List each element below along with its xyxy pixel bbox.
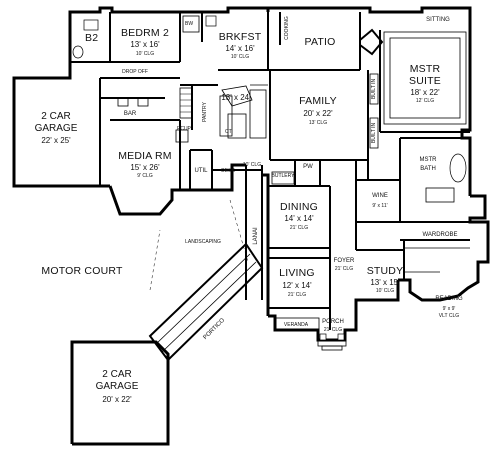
bedroom2-name: BEDRM 2 [121, 27, 169, 39]
util-label: UTIL [194, 168, 208, 174]
lanai-label: LANAI [253, 227, 259, 245]
dining-dim: 14' x 14' [284, 214, 314, 223]
bw-label: BW [185, 21, 193, 27]
landscaping-label: LANDSCAPING [185, 239, 221, 245]
study-dim: 13' x 15' [370, 278, 400, 287]
mstr-suite-name1: MSTR [410, 63, 441, 75]
family-name: FAMILY [299, 95, 337, 107]
reading-name: READING [435, 296, 463, 302]
bedroom2-clg: 10' CLG [136, 51, 154, 57]
garage-right-dim: 20' x 22' [102, 395, 132, 404]
pw-label: PW [303, 164, 313, 170]
dining-name: DINING [280, 201, 318, 213]
family-clg: 13' CLG [309, 120, 327, 126]
media-dim: 15' x 26' [130, 163, 160, 172]
brkfst-clg: 10' CLG [231, 54, 249, 60]
sitting-label: SITTING [426, 17, 450, 23]
dining-clg: 21' CLG [290, 225, 308, 231]
kitchen-dim: 13' x 24' [221, 93, 251, 102]
bath2-label: B2 [85, 32, 98, 44]
wardrobe-label: WARDROBE [422, 232, 457, 238]
wine-name: WINE [372, 193, 388, 199]
foyer-name: FOYER [334, 258, 355, 264]
ct-label: CT [225, 129, 232, 135]
built-in-2: BUILT IN [371, 123, 377, 143]
veranda-label: VERANDA [284, 322, 309, 328]
media-name: MEDIA RM [118, 150, 172, 162]
mstr-suite-clg: 12' CLG [416, 98, 434, 104]
portico-label: PORTICO [203, 317, 227, 341]
study-name: STUDY [367, 265, 404, 277]
mstr-suite-name2: SUITE [409, 75, 441, 87]
study-clg: 10' CLG [376, 288, 394, 294]
porch-clg: 21' CLG [324, 327, 342, 333]
drop-off-label: DROP OFF [122, 69, 148, 75]
living-clg: 21' CLG [288, 292, 306, 298]
foyer-clg: 21' CLG [335, 266, 353, 272]
mstr-suite-dim: 18' x 22' [410, 88, 440, 97]
porch-steps [274, 317, 347, 351]
kitchen-fixtures [72, 15, 253, 139]
garage-right-name2: GARAGE [96, 381, 139, 392]
garage-left-name2: GARAGE [35, 123, 78, 134]
garage-right-name1: 2 CAR [102, 369, 131, 380]
wine-dim: 9' x 11' [372, 203, 387, 209]
bar-label: BAR [124, 111, 137, 117]
patio-label: PATIO [305, 36, 336, 48]
butlery-label: BUTLERY [272, 173, 296, 179]
brkfst-dim: 14' x 16' [225, 44, 255, 53]
mstr-bath-name1: MSTR [420, 157, 438, 163]
reading-dim: 9' x 9' [443, 306, 456, 312]
garage-left-dim: 22' x 25' [41, 136, 71, 145]
mstr-bath-name2: BATH [420, 166, 436, 172]
cooking-label: COOKING [284, 16, 290, 40]
stairs [179, 87, 193, 119]
family-dim: 20' x 22' [303, 109, 333, 118]
porch-name: PORCH [322, 319, 344, 325]
pantry-label: PANTRY [202, 101, 208, 121]
ecup-label: ECUP [177, 126, 192, 132]
desk-label: DESK [221, 168, 235, 174]
bedroom2-dim: 13' x 16' [130, 40, 160, 49]
living-dim: 12' x 14' [282, 281, 312, 290]
hall-clg: 10' CLG [243, 162, 261, 168]
portico-corridor [148, 199, 264, 362]
living-name: LIVING [279, 267, 315, 279]
garage-left-name1: 2 CAR [41, 111, 70, 122]
brkfst-name: BRKFST [219, 31, 262, 43]
built-in-1: BUILT IN [371, 79, 377, 99]
media-clg: 9' CLG [137, 173, 153, 179]
motor-court-label: MOTOR COURT [41, 265, 123, 277]
reading-clg: VLT CLG [439, 313, 459, 319]
